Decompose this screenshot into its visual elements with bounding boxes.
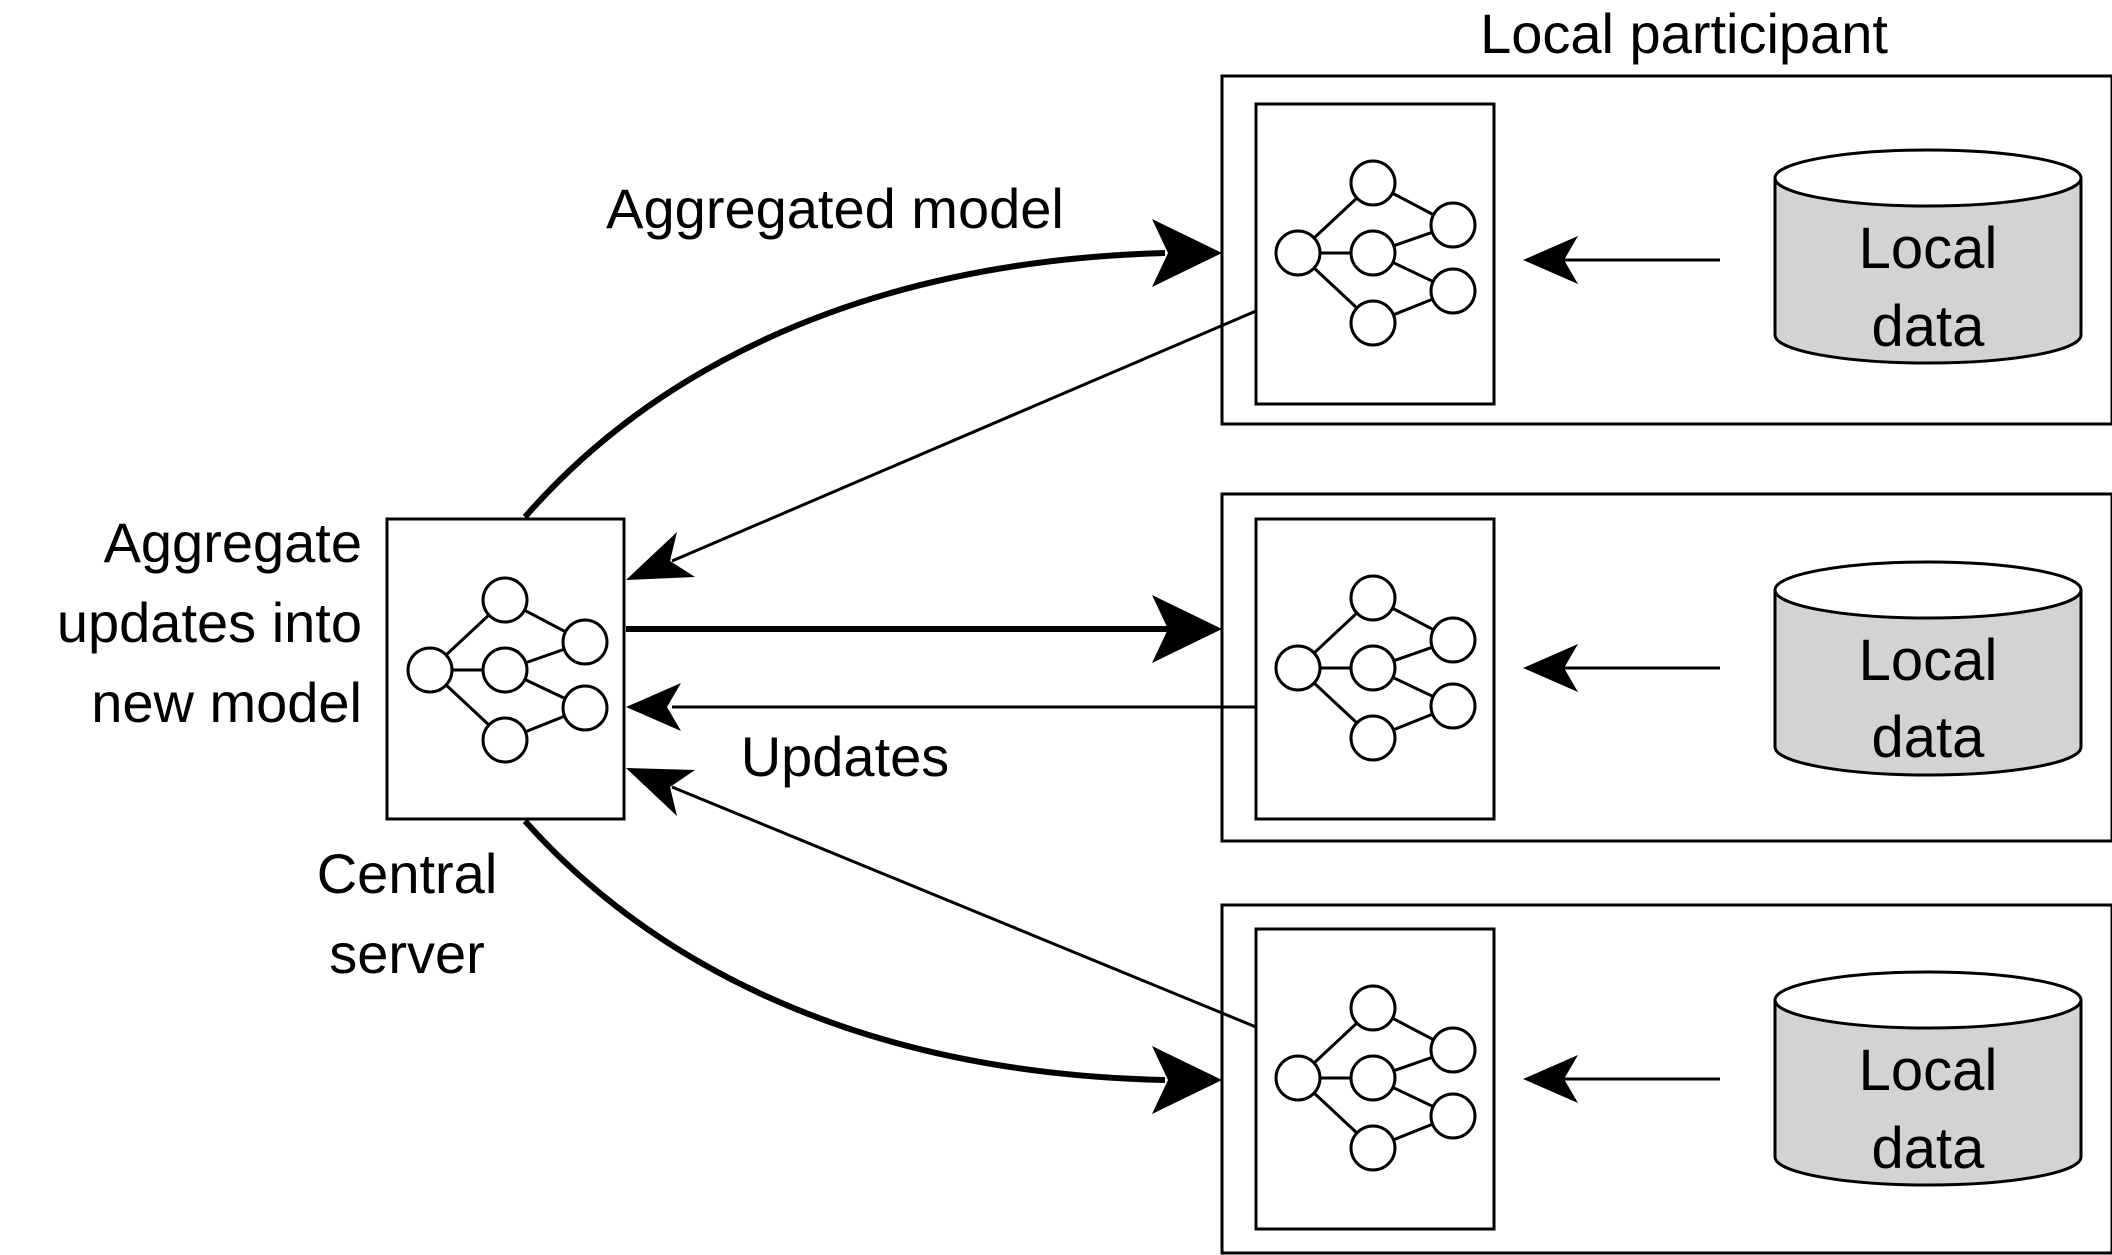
participant-3-data-label-line1: Local xyxy=(1859,1038,1998,1103)
central-server-label-line2: server xyxy=(329,922,485,985)
aggregate-label-line2: updates into xyxy=(57,591,362,654)
participant-2-data-label-line2: data xyxy=(1872,705,1986,770)
aggregated-model-arrow-top-head xyxy=(1152,219,1222,287)
update-arrow-top-line xyxy=(671,309,1257,563)
participant-2-data-label-line1: Local xyxy=(1859,628,1998,693)
participant-1-data-label-line1: Local xyxy=(1859,216,1998,281)
aggregated-model-arrow-top-line xyxy=(522,250,1166,519)
aggregate-label-line1: Aggregate xyxy=(104,511,362,574)
participant-1: Local data xyxy=(1220,74,2112,426)
participant-1-database-icon xyxy=(1773,148,2083,365)
participant-1-data-label-line2: data xyxy=(1872,294,1986,359)
participant-3-data-arrow-head xyxy=(1523,1055,1578,1103)
update-arrow-middle-head xyxy=(626,683,681,731)
update-arrow-bottom-line xyxy=(671,785,1257,1029)
aggregated-model-arrow-middle-head xyxy=(1152,595,1222,663)
participant-3-data-label-line2: data xyxy=(1872,1116,1986,1181)
aggregated-model-arrow-bottom-line xyxy=(522,819,1166,1083)
participant-3-database-icon xyxy=(1773,970,2083,1187)
updates-label: Updates xyxy=(741,725,950,788)
participant-2: Local data xyxy=(1220,492,2112,843)
update-arrow-bottom-head xyxy=(626,768,695,816)
participant-2-database-icon xyxy=(1773,560,2083,777)
participant-3: Local data xyxy=(1220,903,2112,1255)
aggregated-model-arrow-bottom-head xyxy=(1152,1046,1222,1114)
aggregate-label-line3: new model xyxy=(91,671,362,734)
participant-title: Local participant xyxy=(1480,2,1888,65)
participant-2-data-arrow-head xyxy=(1523,644,1578,692)
update-arrow-top-head xyxy=(626,532,695,580)
central-server-label-line1: Central xyxy=(317,842,498,905)
participant-1-data-arrow-head xyxy=(1523,236,1578,284)
aggregated-model-label: Aggregated model xyxy=(606,177,1064,240)
